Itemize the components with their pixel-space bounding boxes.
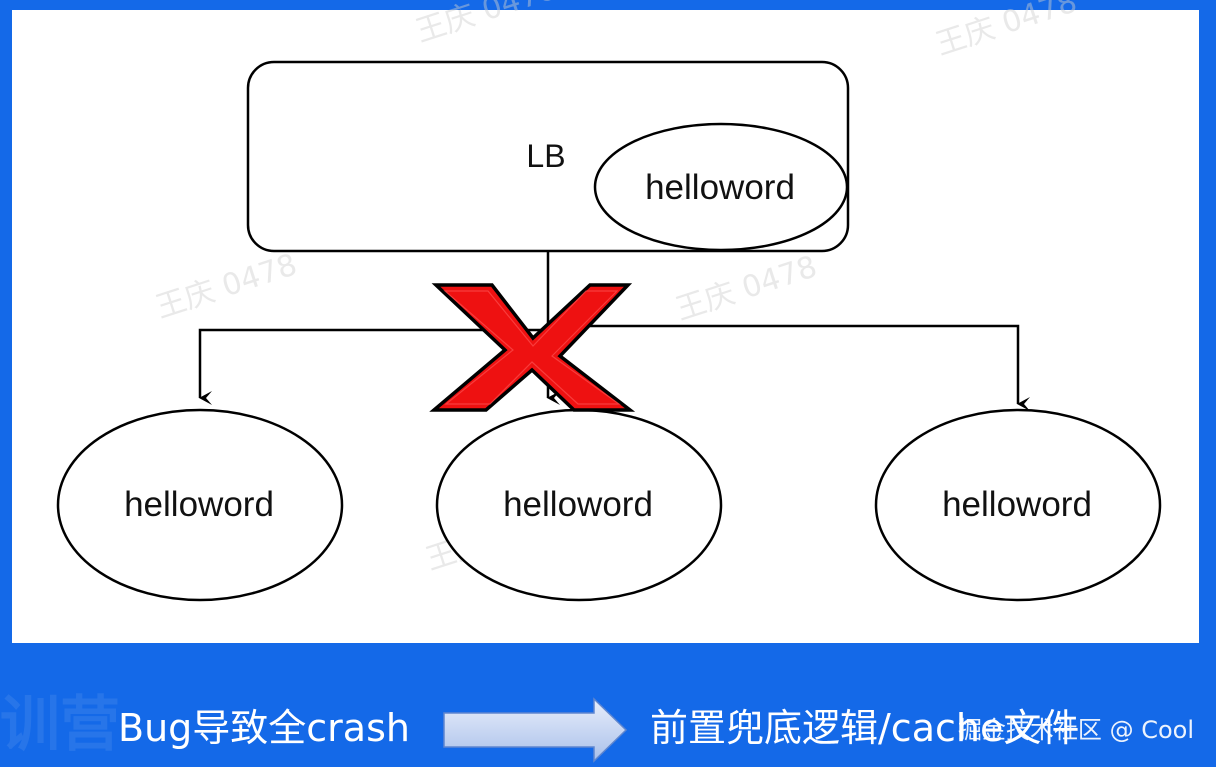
lb-inner-node-label: helloword <box>645 168 795 207</box>
node-ellipse <box>56 408 344 602</box>
connectors <box>198 251 1030 411</box>
x-icon <box>429 283 636 412</box>
watermark-bottom-text: 训营 <box>0 690 120 760</box>
caption-right: 前置兜底逻辑/cache文件 <box>650 706 1080 750</box>
connector-left <box>198 328 548 405</box>
lb-label: LB <box>526 138 565 174</box>
lb-inner-node <box>593 122 849 252</box>
connector-right <box>548 324 1030 411</box>
right-arrow-icon <box>443 697 628 763</box>
credit-text: 掘金技术社区 @ Cool <box>957 716 1194 744</box>
node-label: helloword <box>503 485 653 524</box>
watermark-text: 王庆 0478 <box>412 0 562 50</box>
watermark-text: 王庆 0478 <box>932 0 1082 63</box>
watermark-text: 王庆 0478 <box>152 247 302 325</box>
node-label: helloword <box>942 485 1092 524</box>
node-ellipse <box>874 408 1162 602</box>
node-label: helloword <box>124 485 274 524</box>
watermark-text: 王庆 0478 <box>672 249 822 327</box>
caption-left: Bug导致全crash <box>118 706 410 750</box>
